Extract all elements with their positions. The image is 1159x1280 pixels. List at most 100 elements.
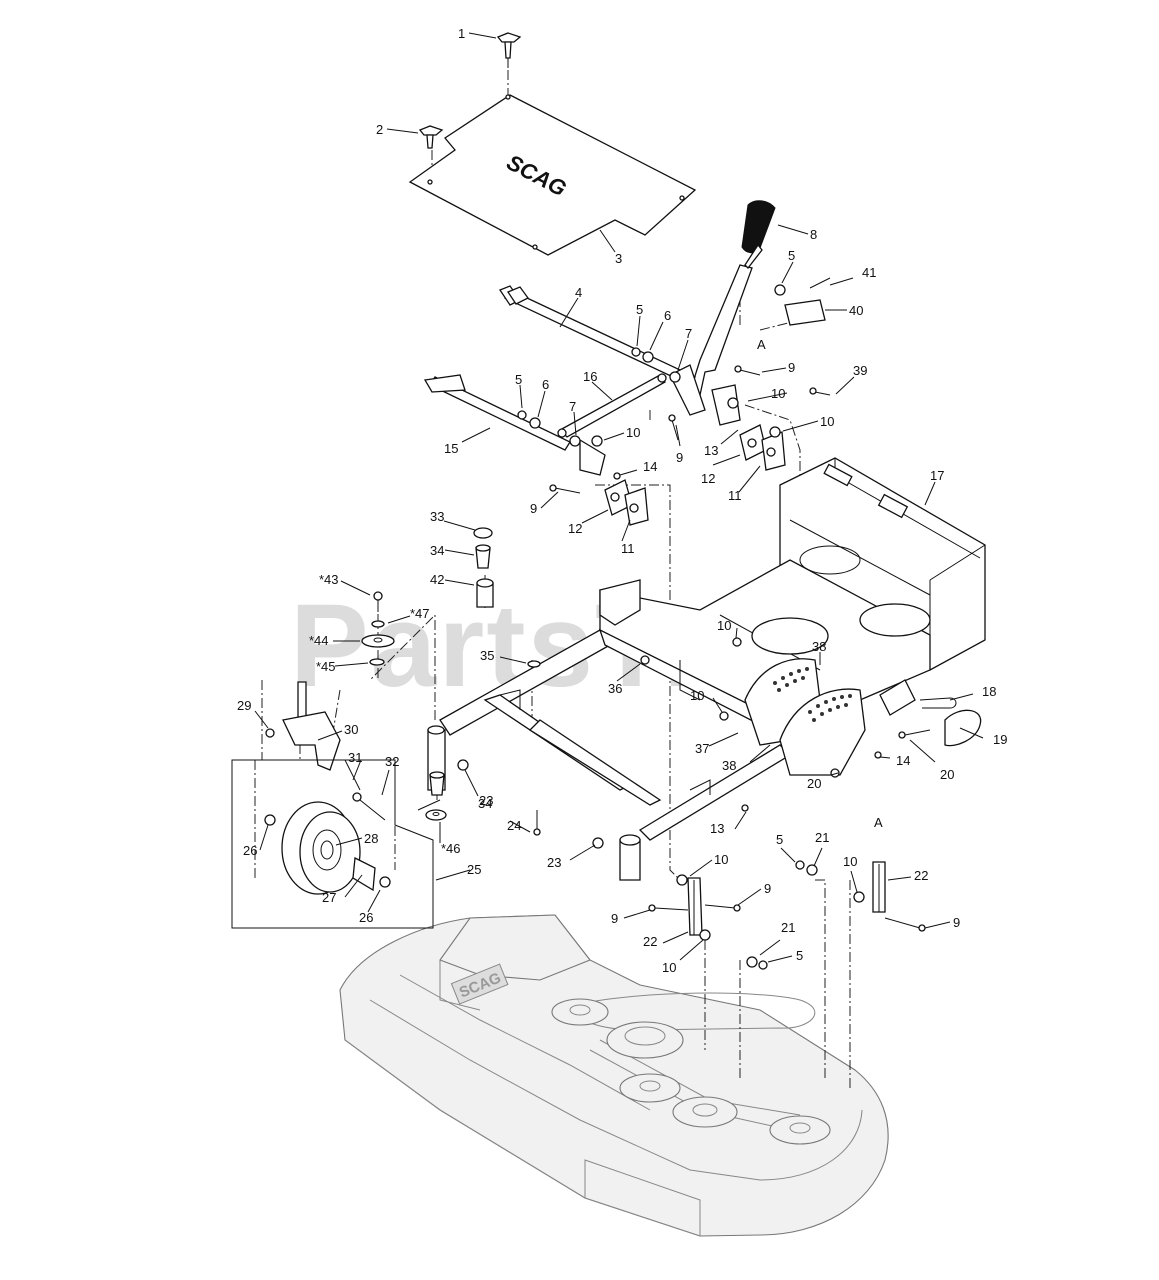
callout-10c: 10: [820, 414, 834, 429]
callout-10f: 10: [714, 852, 728, 867]
callout-46: *46: [441, 841, 461, 856]
callout-34b: 34: [478, 796, 492, 811]
callout-16: 16: [583, 369, 597, 384]
callout-18: 18: [982, 684, 996, 699]
callout-10a: 10: [626, 425, 640, 440]
callout-27: 27: [322, 890, 336, 905]
callout-10d: 10: [717, 618, 731, 633]
callout-20a: 20: [940, 767, 954, 782]
callout-35: 35: [480, 648, 494, 663]
callout-25: 25: [467, 862, 481, 877]
link-16: [557, 373, 667, 438]
callout-20b: 20: [807, 776, 821, 791]
pin-bracket: [879, 679, 916, 716]
callout-45: *45: [316, 659, 336, 674]
callout-26a: 26: [243, 843, 257, 858]
callout-6b: 6: [542, 377, 549, 392]
hitch-pin-parts: [898, 697, 982, 747]
callout-23a: 23: [479, 793, 493, 808]
mower-deck: SCAG: [339, 914, 889, 1237]
callout-13b: 13: [710, 821, 724, 836]
callout-19: 19: [993, 732, 1007, 747]
callout-9c: 9: [530, 501, 537, 516]
pulley-right: [769, 1115, 831, 1145]
callout-38a: 38: [812, 639, 826, 654]
callout-3: 3: [615, 251, 622, 266]
caster-wheel: [281, 801, 361, 895]
floor-plate: SCAG: [408, 94, 697, 256]
callout-6a: 6: [664, 308, 671, 323]
callout-5d: 5: [776, 832, 783, 847]
bracket-left: [604, 479, 649, 526]
callouts: 1 2 3 4 5 5 5 5 5 6 6 7 7 8 9 9 9 9 9 9 …: [237, 26, 1007, 975]
callout-37: 37: [695, 741, 709, 756]
callout-12b: 12: [701, 471, 715, 486]
knob-2: [418, 125, 444, 149]
control-handle: [689, 200, 776, 396]
chains: [648, 860, 926, 970]
callout-15: 15: [444, 441, 458, 456]
hardware: [457, 277, 882, 849]
callout-5c: 5: [788, 248, 795, 263]
callout-9b: 9: [676, 450, 683, 465]
callout-17: 17: [930, 468, 944, 483]
lift-shaft-4: [499, 285, 706, 416]
callout-22b: 22: [914, 868, 928, 883]
callout-39: 39: [853, 363, 867, 378]
wheel-kit-box: [231, 759, 434, 929]
pulley-center: [619, 1073, 681, 1103]
callout-26b: 26: [359, 910, 373, 925]
callout-43: *43: [319, 572, 339, 587]
pulley-idler: [606, 1021, 684, 1059]
callout-29: 29: [237, 698, 251, 713]
callout-44: *44: [309, 633, 329, 648]
callout-40: 40: [849, 303, 863, 318]
callout-30: 30: [344, 722, 358, 737]
callout-24: 24: [507, 818, 521, 833]
main-frame: [427, 457, 986, 881]
caster-assembly: [265, 527, 494, 821]
callout-9a: 9: [788, 360, 795, 375]
callout-2: 2: [376, 122, 383, 137]
callout-36: 36: [608, 681, 622, 696]
callout-21a: 21: [815, 830, 829, 845]
callout-13a: 13: [704, 443, 718, 458]
callout-31: 31: [348, 750, 362, 765]
callout-11b: 11: [728, 488, 742, 503]
callout-22a: 22: [643, 934, 657, 949]
callout-4: 4: [575, 285, 582, 300]
lift-shaft-15: [423, 374, 606, 476]
callout-1: 1: [458, 26, 465, 41]
callout-A-top: A: [757, 337, 766, 352]
callout-9d: 9: [764, 881, 771, 896]
callout-7b: 7: [569, 399, 576, 414]
callout-10e: 10: [690, 688, 704, 703]
callout-7a: 7: [685, 326, 692, 341]
pulley-left: [551, 998, 609, 1026]
assembly-lines: [254, 70, 851, 1090]
callout-10b: 10: [771, 386, 785, 401]
callout-38b: 38: [722, 758, 736, 773]
callout-9e: 9: [611, 911, 618, 926]
callout-41: 41: [862, 265, 876, 280]
height-adjust-plate: [744, 658, 916, 776]
callout-10h: 10: [843, 854, 857, 869]
callout-8: 8: [810, 227, 817, 242]
callout-12a: 12: [568, 521, 582, 536]
callout-32: 32: [385, 754, 399, 769]
callout-14a: 14: [643, 459, 657, 474]
callout-33: 33: [430, 509, 444, 524]
callout-28: 28: [364, 831, 378, 846]
knob-1: [496, 32, 522, 68]
callout-14b: 14: [896, 753, 910, 768]
callout-A-bottom: A: [874, 815, 883, 830]
bracket-right: [711, 384, 786, 471]
leader-lines: [254, 32, 984, 963]
callout-5a: 5: [636, 302, 643, 317]
callout-5b: 5: [515, 372, 522, 387]
callout-21b: 21: [781, 920, 795, 935]
callout-23b: 23: [547, 855, 561, 870]
callout-47: *47: [410, 606, 430, 621]
callout-11a: 11: [621, 541, 635, 556]
